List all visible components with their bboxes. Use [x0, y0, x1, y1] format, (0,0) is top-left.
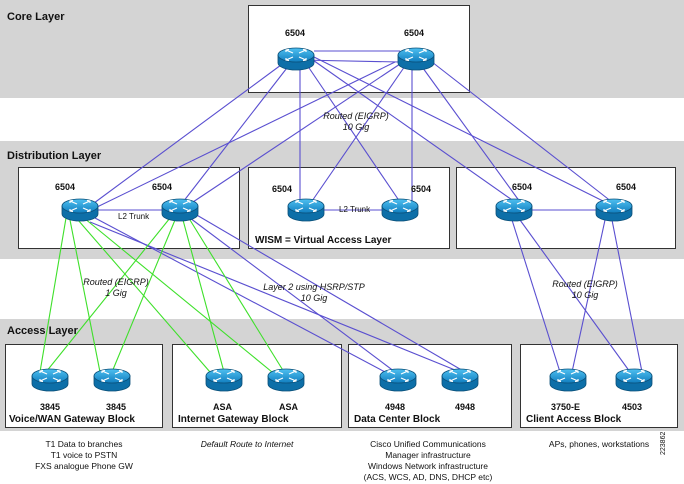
routed-right-line-2: 10 Gig: [571, 290, 599, 300]
routed-core-annotation: Routed (EIGRP) 10 Gig: [316, 111, 396, 133]
core-router-left: [277, 47, 315, 71]
dc-desc-line-3: Windows Network infrastructure: [368, 461, 488, 471]
dc-device-b-label: 4948: [455, 402, 476, 412]
access-box-internet: [172, 344, 342, 428]
access-router-dc-b: [441, 368, 479, 392]
dist-router-mid-a: [287, 198, 325, 222]
dist-box-left: [18, 167, 240, 249]
access-router-client-a: [549, 368, 587, 392]
access-router-dc-a: [379, 368, 417, 392]
routed-left-annotation: Routed (EIGRP) 1 Gig: [76, 277, 156, 299]
datacenter-block-desc: Cisco Unified Communications Manager inf…: [340, 439, 516, 483]
access-layer-title: Access Layer: [7, 325, 78, 337]
core-box: [248, 5, 470, 93]
dist-mid-trunk-label: L2 Trunk: [339, 205, 371, 214]
routed-right-annotation: Routed (EIGRP) 10 Gig: [545, 279, 625, 301]
routed-right-line-1: Routed (EIGRP): [552, 279, 618, 289]
client-block-desc: APs, phones, workstations: [520, 439, 678, 450]
l2-links: [39, 217, 285, 373]
voice-block-desc: T1 Data to branches T1 voice to PSTN FXS…: [5, 439, 163, 472]
core-router-right: [397, 47, 435, 71]
routed-core-line-1: Routed (EIGRP): [323, 111, 389, 121]
access-router-internet-a: [205, 368, 243, 392]
client-device-b-label: 4503: [622, 402, 643, 412]
dist-router-right-a: [495, 198, 533, 222]
dist-router-mid-b: [381, 198, 419, 222]
access-router-voice-b: [93, 368, 131, 392]
voice-desc-line-1: T1 Data to branches: [45, 439, 123, 449]
dist-right-b-label: 6504: [616, 182, 637, 192]
access-router-internet-b: [267, 368, 305, 392]
internet-block-desc: Default Route to Internet: [172, 439, 322, 450]
dist-box-right: [456, 167, 676, 249]
dist-left-a-label: 6504: [55, 182, 76, 192]
l2-hsrp-line-2: 10 Gig: [300, 293, 328, 303]
internet-device-a-label: ASA: [213, 402, 233, 412]
dist-left-b-label: 6504: [152, 182, 173, 192]
voice-block-title: Voice/WAN Gateway Block: [9, 414, 135, 425]
l2-hsrp-annotation: Layer 2 using HSRP/STP 10 Gig: [252, 282, 376, 304]
dc-desc-line-1: Cisco Unified Communications: [370, 439, 486, 449]
internet-desc-line-1: Default Route to Internet: [200, 439, 294, 449]
dc-device-a-label: 4948: [385, 402, 406, 412]
access-router-voice-a: [31, 368, 69, 392]
dc-desc-line-2: Manager infrastructure: [385, 450, 471, 460]
client-device-a-label: 3750-E: [551, 402, 581, 412]
dist-mid-b-label: 6504: [411, 184, 432, 194]
client-block-title: Client Access Block: [526, 414, 622, 425]
access-router-client-b: [615, 368, 653, 392]
internet-block-title: Internet Gateway Block: [178, 414, 289, 425]
wism-label: WISM = Virtual Access Layer: [255, 235, 392, 246]
dist-router-right-b: [595, 198, 633, 222]
client-desc-line-1: APs, phones, workstations: [548, 439, 650, 449]
voice-desc-line-2: T1 voice to PSTN: [50, 450, 118, 460]
access-box-voice: [5, 344, 163, 428]
core-layer-title: Core Layer: [7, 11, 65, 23]
dist-mid-a-label: 6504: [272, 184, 293, 194]
routed-core-line-2: 10 Gig: [342, 122, 370, 132]
distribution-layer-title: Distribution Layer: [7, 150, 102, 162]
core-left-label: 6504: [285, 28, 306, 38]
datacenter-block-title: Data Center Block: [354, 414, 441, 425]
routed-left-line-2: 1 Gig: [105, 288, 127, 298]
voice-desc-line-3: FXS analogue Phone GW: [35, 461, 133, 471]
access-box-datacenter: [348, 344, 512, 428]
voice-device-b-label: 3845: [106, 402, 127, 412]
l2-hsrp-line-1: Layer 2 using HSRP/STP: [263, 282, 365, 292]
dist-router-left-a: [61, 198, 99, 222]
core-right-label: 6504: [404, 28, 425, 38]
figure-id: 223862: [660, 431, 667, 455]
routed-left-line-1: Routed (EIGRP): [83, 277, 149, 287]
dc-desc-line-4: (ACS, WCS, AD, DNS, DHCP etc): [363, 472, 493, 482]
dist-right-a-label: 6504: [512, 182, 533, 192]
dist-left-trunk-label: L2 Trunk: [118, 212, 150, 221]
voice-device-a-label: 3845: [40, 402, 61, 412]
routed-links: [89, 50, 643, 373]
internet-device-b-label: ASA: [279, 402, 299, 412]
dist-router-left-b: [161, 198, 199, 222]
